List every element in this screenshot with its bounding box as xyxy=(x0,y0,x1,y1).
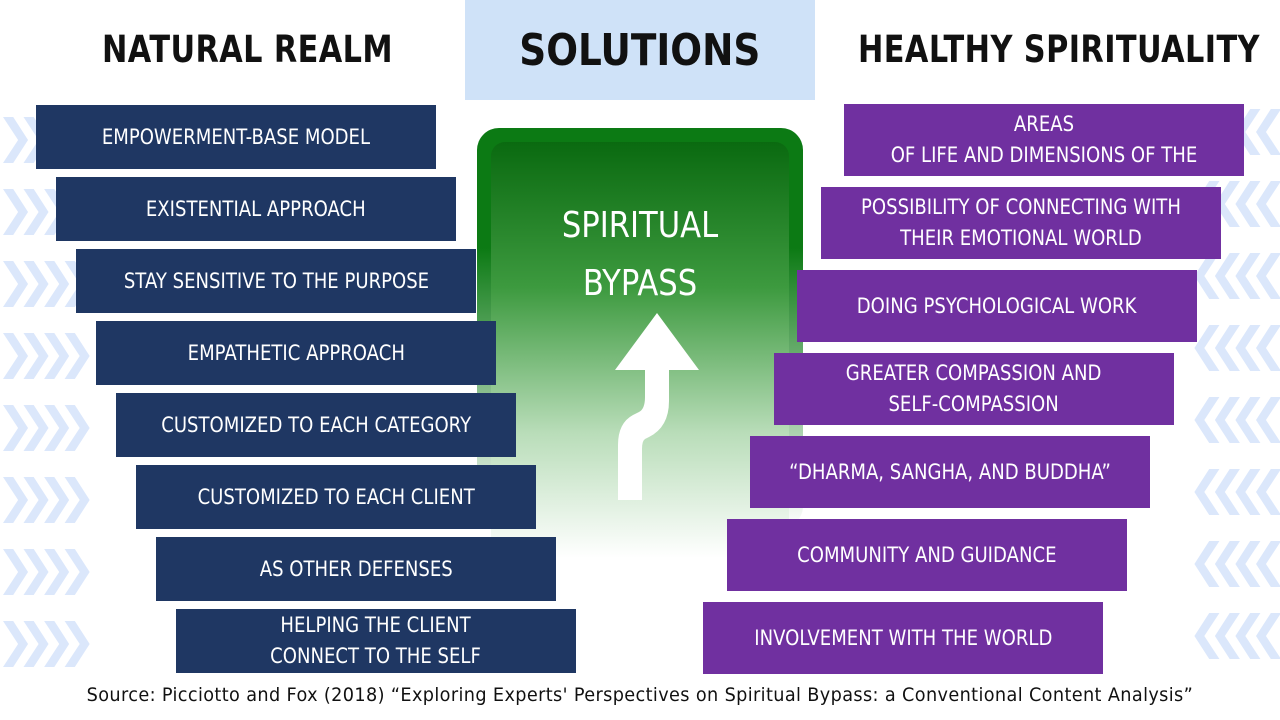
healthy-spirituality-item: DOING PSYCHOLOGICAL WORK xyxy=(797,270,1197,342)
healthy-spirituality-item-line: THEIR EMOTIONAL WORLD xyxy=(899,226,1142,250)
healthy-spirituality-item-line: GREATER COMPASSION AND xyxy=(845,361,1102,385)
natural-realm-item: EXISTENTIAL APPROACH xyxy=(56,177,456,241)
natural-realm-item-line: CUSTOMIZED TO EACH CATEGORY xyxy=(161,412,471,437)
curved-up-arrow-icon xyxy=(615,313,699,500)
solutions-title: SOLUTIONS xyxy=(519,24,761,76)
natural-realm-item-line: STAY SENSITIVE TO THE PURPOSE xyxy=(123,268,429,293)
natural-realm-item: HELPING THE CLIENT CONNECT TO THE SELF xyxy=(176,609,576,673)
solutions-header: SOLUTIONS xyxy=(465,0,815,100)
natural-realm-item-label: EXISTENTIAL APPROACH xyxy=(146,194,366,225)
natural-realm-item: CUSTOMIZED TO EACH CLIENT xyxy=(136,465,536,529)
healthy-spirituality-item: GREATER COMPASSION AND SELF-COMPASSION xyxy=(773,353,1174,425)
sign-title: SPIRITUAL BYPASS xyxy=(513,197,766,313)
natural-realm-item-label: CUSTOMIZED TO EACH CLIENT xyxy=(197,482,474,513)
healthy-spirituality-item-label: INVOLVEMENT WITH THE WORLD xyxy=(754,623,1052,654)
healthy-spirituality-item-label: COMMUNITY AND GUIDANCE xyxy=(797,540,1056,571)
source-text: Source: Picciotto and Fox (2018) “Explor… xyxy=(86,684,1194,706)
natural-realm-item-line: CONNECT TO THE SELF xyxy=(270,644,482,668)
healthy-spirituality-item-line: POSSIBILITY OF CONNECTING WITH xyxy=(860,195,1181,219)
healthy-spirituality-item-line: INVOLVEMENT WITH THE WORLD xyxy=(753,625,1053,650)
natural-realm-title: NATURAL REALM xyxy=(102,28,394,71)
natural-realm-item: EMPATHETIC APPROACH xyxy=(96,321,496,385)
natural-realm-item: STAY SENSITIVE TO THE PURPOSE xyxy=(76,249,476,313)
healthy-spirituality-item-line: “DHARMA, SANGHA, AND BUDDHA” xyxy=(789,459,1111,484)
healthy-spirituality-item-line: COMMUNITY AND GUIDANCE xyxy=(796,542,1057,567)
healthy-spirituality-item: POSSIBILITY OF CONNECTING WITH THEIR EMOT… xyxy=(820,187,1221,259)
healthy-spirituality-item-label: POSSIBILITY OF CONNECTING WITH THEIR EMOT… xyxy=(861,192,1181,254)
natural-realm-item-label: AS OTHER DEFENSES xyxy=(259,554,452,585)
healthy-spirituality-item: COMMUNITY AND GUIDANCE xyxy=(726,519,1127,591)
healthy-spirituality-item-line: DOING PSYCHOLOGICAL WORK xyxy=(857,293,1137,318)
healthy-spirituality-item-label: DOING PSYCHOLOGICAL WORK xyxy=(857,291,1137,322)
natural-realm-item: AS OTHER DEFENSES xyxy=(156,537,556,601)
sign-title-line-1: SPIRITUAL xyxy=(561,205,719,246)
sign-title-line-2: BYPASS xyxy=(582,263,698,304)
natural-realm-item-label: HELPING THE CLIENT CONNECT TO THE SELF xyxy=(271,610,482,672)
natural-realm-item-line: CUSTOMIZED TO EACH CLIENT xyxy=(197,484,475,509)
natural-realm-item-label: EMPATHETIC APPROACH xyxy=(187,338,404,369)
natural-realm-item-line: AS OTHER DEFENSES xyxy=(259,556,453,581)
source-citation: Source: Picciotto and Fox (2018) “Explor… xyxy=(0,684,1280,706)
natural-realm-item-label: STAY SENSITIVE TO THE PURPOSE xyxy=(123,266,428,297)
healthy-spirituality-item: “DHARMA, SANGHA, AND BUDDHA” xyxy=(750,436,1150,508)
natural-realm-item-line: HELPING THE CLIENT xyxy=(280,613,472,637)
natural-realm-item: CUSTOMIZED TO EACH CATEGORY xyxy=(116,393,516,457)
healthy-spirituality-title: HEALTHY SPIRITUALITY xyxy=(858,28,1260,71)
natural-realm-item-label: CUSTOMIZED TO EACH CATEGORY xyxy=(161,410,471,441)
natural-realm-item-line: EXISTENTIAL APPROACH xyxy=(146,196,366,221)
healthy-spirituality-item-label: “DHARMA, SANGHA, AND BUDDHA” xyxy=(789,457,1111,488)
natural-realm-item: EMPOWERMENT-BASE MODEL xyxy=(36,105,436,169)
healthy-spirituality-item-label: GREATER COMPASSION AND SELF-COMPASSION xyxy=(846,358,1102,420)
natural-realm-item-line: EMPOWERMENT-BASE MODEL xyxy=(101,124,371,149)
natural-realm-item-label: EMPOWERMENT-BASE MODEL xyxy=(102,122,370,153)
healthy-spirituality-item-line: PAYING ATTENTION TO DIFFERENT AREAS xyxy=(889,81,1199,136)
natural-realm-item-line: EMPATHETIC APPROACH xyxy=(187,340,405,365)
healthy-spirituality-item-line: SELF-COMPASSION xyxy=(888,392,1059,416)
healthy-spirituality-item: INVOLVEMENT WITH THE WORLD xyxy=(703,602,1103,674)
